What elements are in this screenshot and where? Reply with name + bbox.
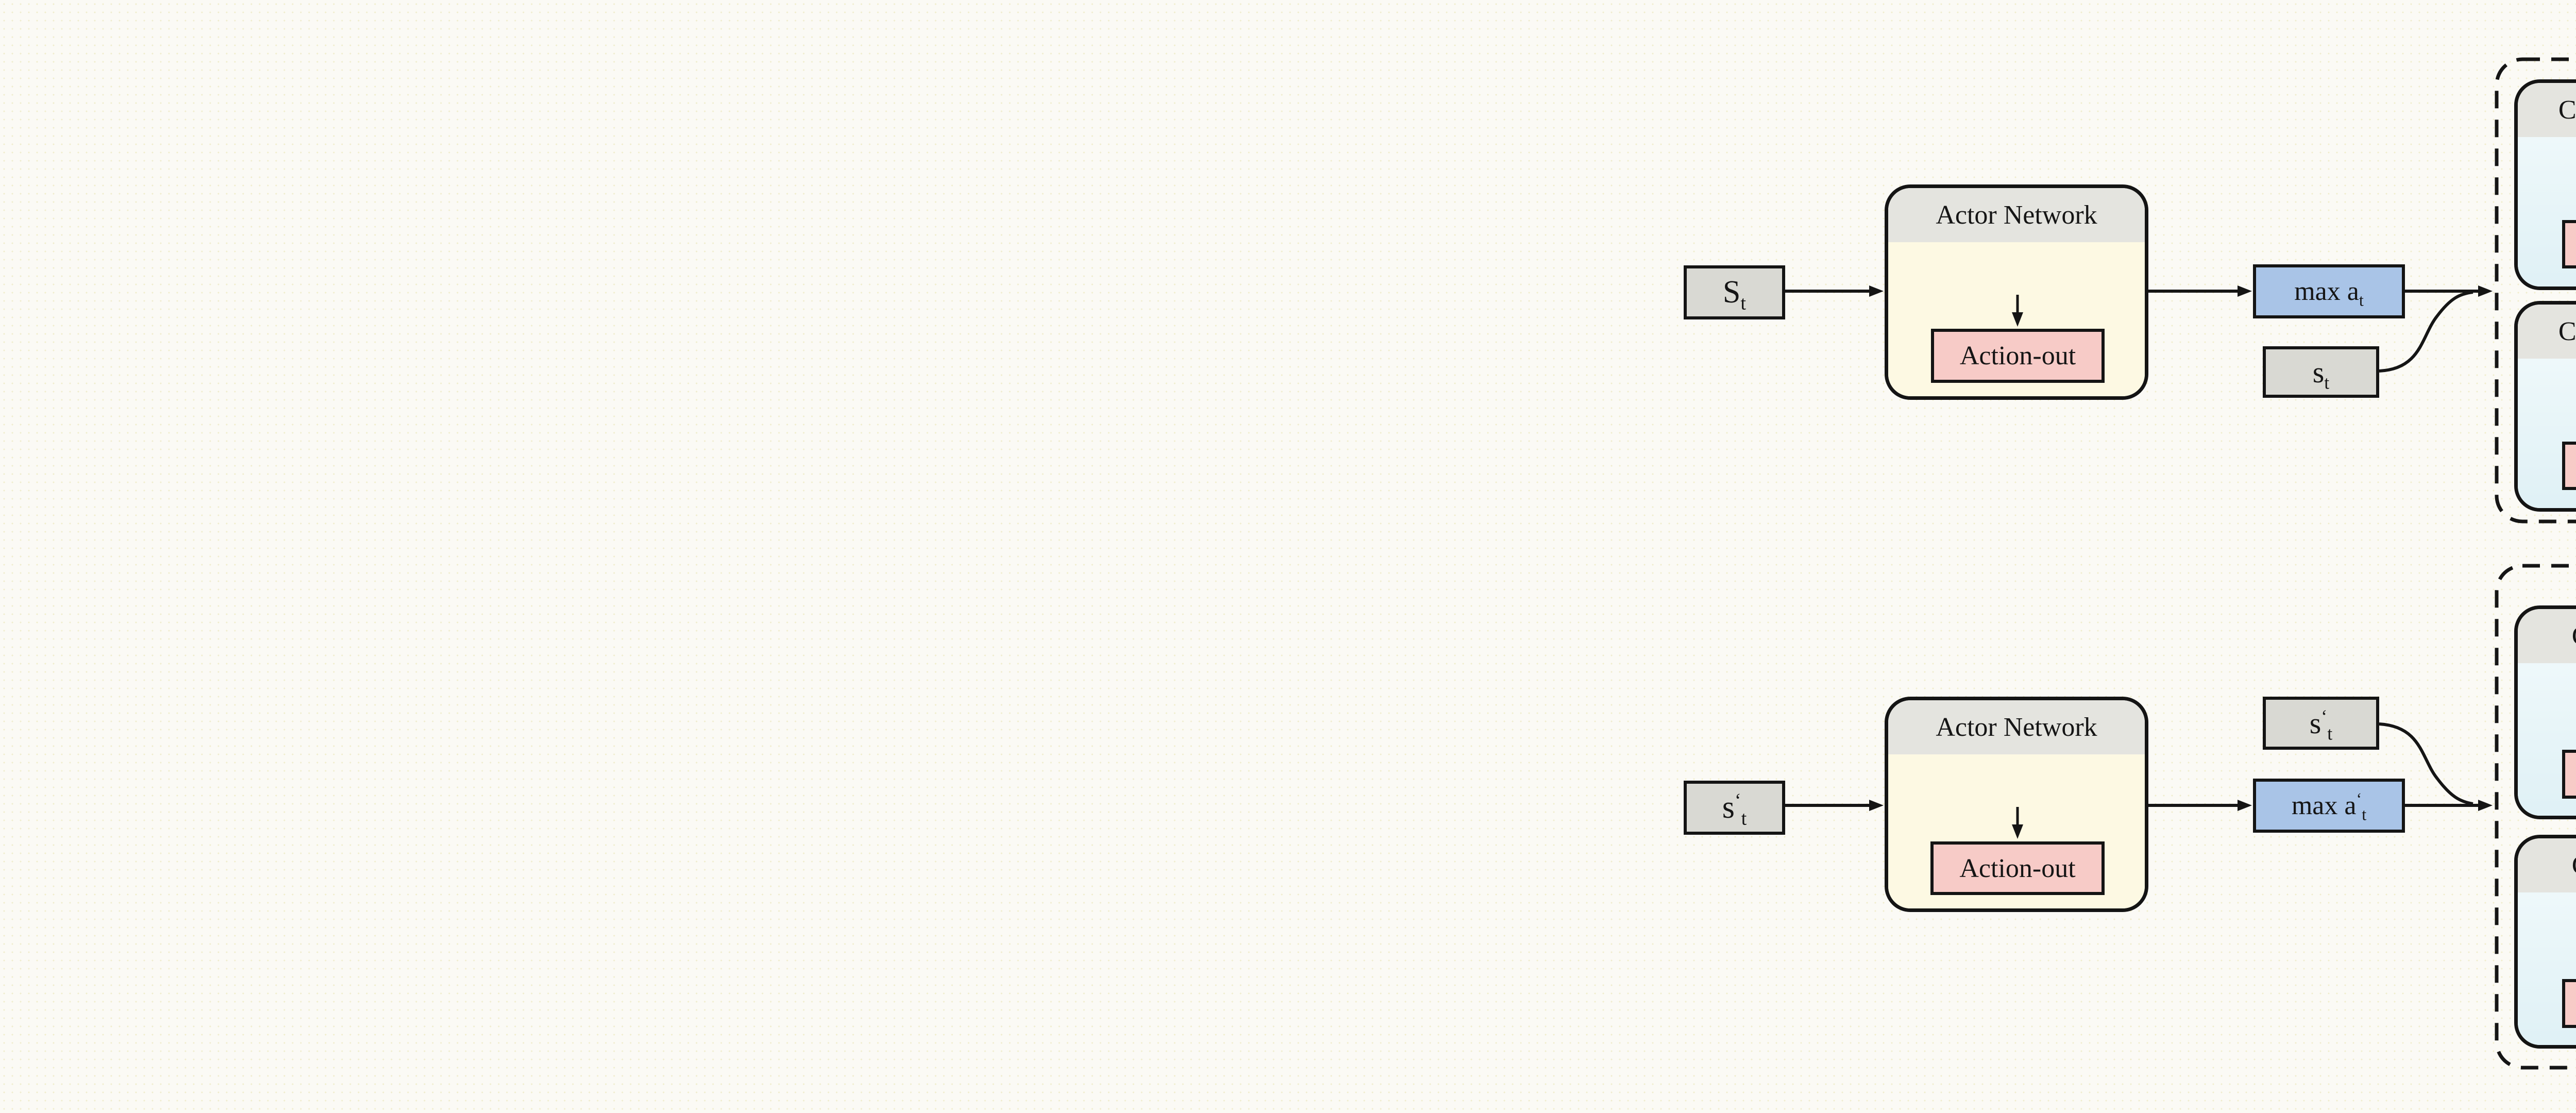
state-secondary-box-bottom: s‘t (2263, 697, 2379, 750)
qvalue-out-box-cn1: Qvalue-out (2562, 220, 2576, 268)
max-action-box-bottom: max a‘t (2253, 779, 2405, 833)
critic-target2-title: Critic Target2 (2518, 838, 2576, 892)
critic-network1-title: Critic Network1 (2518, 83, 2576, 137)
qvalue-out-box-cn2: Qvalue-out (2562, 442, 2576, 490)
state-input-box-bottom: s‘t (1684, 781, 1785, 835)
state-secondary-box-top: st (2263, 346, 2379, 398)
critic-target2-block: Critic Target2 (2514, 835, 2576, 1049)
curve-state-secondary-to-critics (2379, 291, 2473, 373)
qvalue-out-box-ct2: Qvalue-out (2562, 979, 2576, 1028)
action-out-box-top: Action-out (1931, 329, 2105, 383)
actor-network-title-top: Actor Network (1888, 188, 2145, 242)
critic-target1-title: Critic Target1 (2518, 609, 2576, 663)
action-out-box-bottom: Action-out (1930, 841, 2105, 895)
max-action-box-top: max at (2253, 264, 2405, 318)
min-label: Min (2571, 568, 2576, 600)
curve-state-secondary-to-targets (2379, 722, 2473, 805)
actor-network-title-bottom: Actor Network (1888, 700, 2145, 754)
state-input-box-top: St (1684, 265, 1785, 319)
critic-network2-title: Critic Network2 (2518, 305, 2576, 359)
qvalue-out-box-ct1: Qvalue-out (2562, 750, 2576, 799)
